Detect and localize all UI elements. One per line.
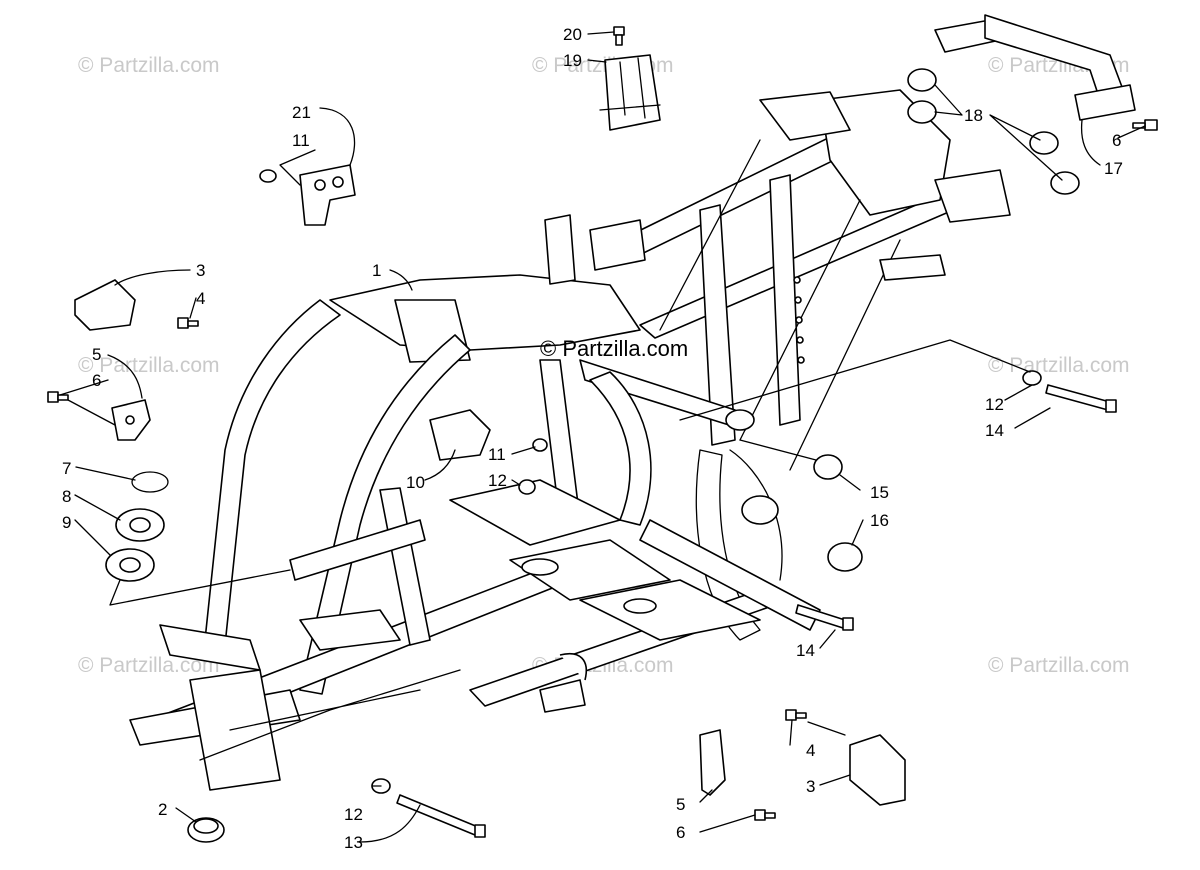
callout-9: 9 [62,513,71,532]
frame-upper-tab [544,214,576,285]
frame-rear-bracket-left [759,91,851,141]
callout-8: 8 [62,487,71,506]
callout-6-left: 6 [92,371,101,390]
callout-2: 2 [158,800,167,819]
part-6-bolt-left[interactable] [47,391,69,403]
main-frame [129,89,1011,791]
frame-tab [539,679,586,713]
frame-hook [559,653,587,681]
frame-front-strut [379,487,431,646]
callout-4-right: 4 [806,741,815,760]
watermark-top-left: © Partzilla.com [78,54,220,77]
frame-footpeg [879,254,946,281]
callout-12-center: 12 [488,471,507,490]
part-15-cap[interactable] [813,454,843,480]
part-12-nut-center[interactable] [518,479,536,495]
callout-11-upper: 11 [292,131,310,150]
frame-mid-curve [589,371,652,526]
frame-front-loop-left [204,299,341,646]
callout-14-mid: 14 [796,641,815,660]
callout-20: 20 [563,25,582,44]
callout-4-left: 4 [196,289,205,308]
callouts: 1 2 3 3 4 4 5 5 6 6 6 7 8 9 10 11 11 12 … [62,25,1123,852]
frame-pivot-bore [741,495,779,525]
callout-6-upper-right: 6 [1112,131,1121,150]
part-4-bolt-left[interactable] [177,317,199,329]
part-5-bracket-bottom[interactable] [699,729,726,796]
frame-rear-post-right [769,174,801,426]
callout-11-center: 11 [488,445,506,464]
part-9-bearing[interactable] [105,548,155,582]
part-18-grommets[interactable] [907,68,1080,195]
part-3-guard-right[interactable] [849,734,906,806]
callout-6-bottom: 6 [676,823,685,842]
part-11-nut-upper[interactable] [259,169,277,183]
watermark-mid-right: © Partzilla.com [988,354,1130,377]
part-16-cap[interactable] [827,542,863,572]
callout-15: 15 [870,483,889,502]
watermark-mid-left: © Partzilla.com [78,354,220,377]
callout-12-right: 12 [985,395,1004,414]
part-13-bolt[interactable] [396,794,486,838]
part-14-bolt-right[interactable] [1045,384,1117,413]
callout-5-bottom: 5 [676,795,685,814]
frame-hole [521,558,559,576]
watermark-center: © Partzilla.com [540,336,688,361]
callout-1: 1 [372,261,381,280]
callout-18: 18 [964,106,983,125]
part-17-rear-bracket[interactable] [934,14,1136,121]
part-2-bushing[interactable] [187,817,225,843]
part-5-bracket-left[interactable] [111,399,151,441]
part-6-bolt-upper-right[interactable] [1132,119,1158,131]
part-6-bolt-bottom[interactable] [754,809,776,821]
callout-12-bottom: 12 [344,805,363,824]
part-21-plate[interactable] [299,164,356,226]
part-7-snap-ring[interactable] [131,471,169,493]
watermark-bottom-right: © Partzilla.com [988,654,1130,677]
frame-pivot-bore-upper [725,409,755,431]
part-20-bolt[interactable] [613,26,625,46]
callout-14-right: 14 [985,421,1004,440]
frame-a-arm-mount [159,624,261,671]
frame-hole [623,598,657,614]
callout-13: 13 [344,833,363,852]
callout-21: 21 [292,103,311,122]
callout-5-left: 5 [92,345,101,364]
frame-footrest-right [579,579,761,641]
part-3-guard-left[interactable] [74,279,136,331]
part-14-bolt-mid[interactable] [795,604,854,631]
frame-rear-bracket-right [934,169,1011,223]
frame-upper-bracket [589,219,646,271]
frame-rear-post-left [699,204,736,446]
callout-3-left: 3 [196,261,205,280]
part-10-bracket[interactable] [429,409,491,461]
frame-a-arm-mount-rear [299,609,401,651]
frame-footrest-left [449,479,621,546]
frame-skid-plate-mid [509,539,671,601]
callout-17: 17 [1104,159,1123,178]
part-11-nut-center[interactable] [532,438,548,452]
callout-3-right: 3 [806,777,815,796]
callout-16: 16 [870,511,889,530]
frame-front-upright [189,669,281,791]
callout-7: 7 [62,459,71,478]
part-19-bracket[interactable] [599,54,661,131]
part-8-bearing[interactable] [115,508,165,542]
frame-front-crossbar [289,519,426,581]
part-4-bolt-bottom-right[interactable] [785,709,807,721]
watermark-bottom-left: © Partzilla.com [78,654,220,677]
frame-shock-tube [639,519,821,631]
part-12-nut-right[interactable] [1022,370,1042,386]
leader-lines [59,31,1146,843]
callout-10: 10 [406,473,425,492]
callout-19: 19 [563,51,582,70]
frame-perforated-plate [793,276,805,364]
